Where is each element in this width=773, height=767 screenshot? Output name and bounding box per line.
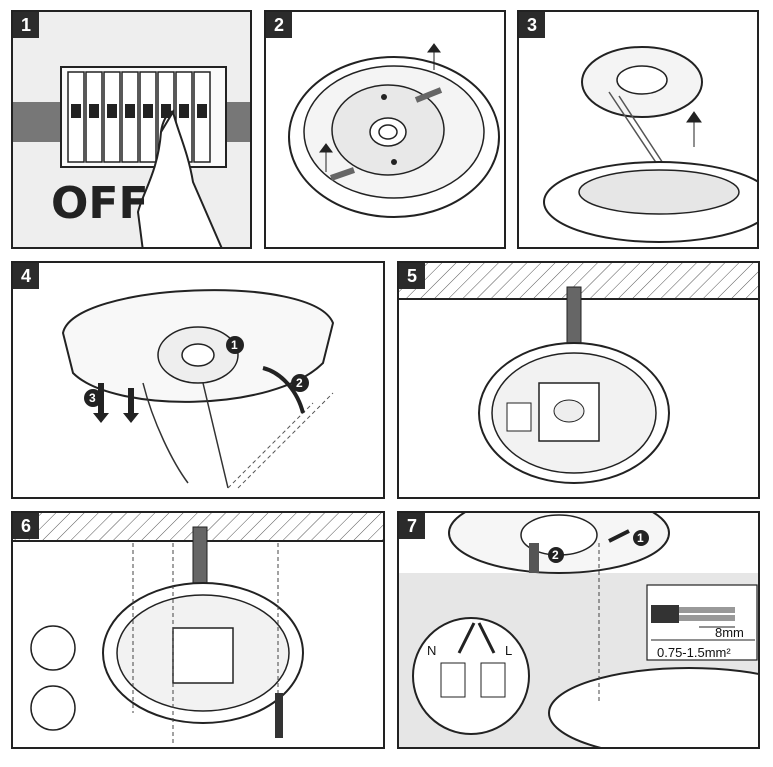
cross-section-label: 0.75-1.5mm²: [657, 645, 731, 660]
step-number: 1: [13, 12, 39, 38]
callout-1: 1: [231, 338, 238, 352]
step-number: 3: [519, 12, 545, 38]
callout-2: 2: [552, 548, 559, 562]
step-1-panel: 1 OFF: [11, 10, 252, 249]
lift-cover-illustration: [543, 46, 757, 243]
neutral-label: N: [427, 643, 436, 658]
step-7-panel: 7 1 2 N L 8mm 0.75-1.5mm²: [397, 511, 760, 749]
screw-fixing-illustration: [13, 513, 383, 743]
ceiling-plate-illustration: [288, 43, 500, 218]
callout-1: 1: [637, 531, 644, 545]
step-number: 7: [399, 513, 425, 539]
disconnect-illustration: 1 2 3: [61, 289, 335, 489]
callout-2: 2: [296, 376, 303, 390]
strip-length-label: 8mm: [715, 625, 744, 640]
step-5-panel: 5: [397, 261, 760, 499]
step-4-panel: 4 1 2 3: [11, 261, 385, 499]
step-2-panel: 2: [264, 10, 506, 249]
step-number: 2: [266, 12, 292, 38]
callout-3: 3: [89, 391, 96, 405]
step-number: 5: [399, 263, 425, 289]
step-3-panel: 3: [517, 10, 759, 249]
ceiling-mount-illustration: [399, 263, 758, 484]
live-label: L: [505, 643, 512, 658]
step-number: 6: [13, 513, 39, 539]
step-number: 4: [13, 263, 39, 289]
off-label: OFF: [51, 178, 149, 229]
wiring-illustration: 1 2 N L 8mm 0.75-1.5mm²: [399, 513, 758, 747]
breaker-illustration: OFF: [13, 66, 250, 247]
step-6-panel: 6: [11, 511, 385, 749]
